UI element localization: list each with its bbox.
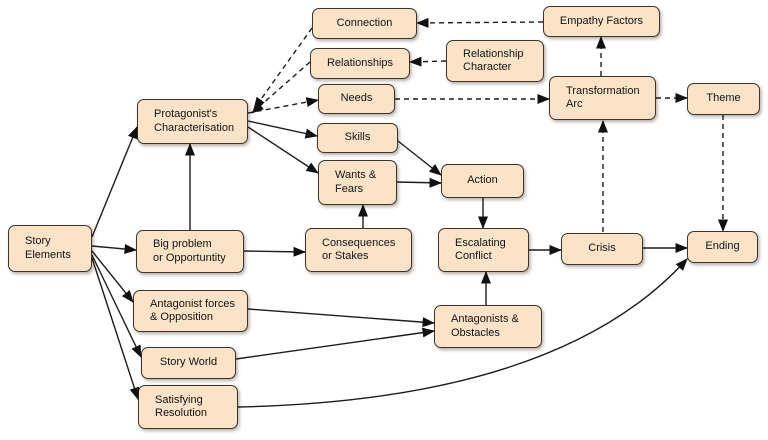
- node-label: Empathy Factors: [559, 14, 644, 27]
- node-label: Theme: [706, 92, 741, 105]
- node-skills: Skills: [317, 123, 398, 153]
- node-label: Skills: [344, 131, 371, 144]
- node-label: Fears: [335, 182, 364, 195]
- node-story-world: Story World: [141, 347, 236, 379]
- node-label: Satisfying: [155, 393, 203, 406]
- node-label: Resolution: [155, 407, 207, 419]
- node-theme: Theme: [687, 83, 760, 115]
- node-empathy-factors: Empathy Factors: [543, 6, 660, 37]
- node-label: Wants &: [335, 169, 377, 181]
- node-antagonist-forces-opposition: Antagonist forces& Opposition: [133, 290, 248, 332]
- node-label: Ending: [705, 240, 740, 253]
- node-label: Antagonist forces: [150, 297, 235, 310]
- node-relationships: Relationships: [310, 48, 410, 79]
- node-label: Conflict: [455, 250, 492, 262]
- node-label: Characterisation: [154, 121, 235, 134]
- node-label: Consequences: [322, 236, 396, 249]
- node-label: Antagonists &: [451, 313, 519, 325]
- node-wants-fears: Wants &Fears: [318, 160, 397, 205]
- node-label: Big problem: [153, 238, 212, 250]
- node-needs: Needs: [318, 84, 395, 114]
- node-label: Story World: [159, 356, 218, 369]
- node-label: Escalating: [455, 236, 506, 249]
- node-label: Arc: [566, 98, 583, 110]
- node-label: or Stakes: [322, 250, 369, 262]
- node-label: Elements: [25, 248, 71, 261]
- node-antagonists-obstacles: Antagonists &Obstacles: [434, 305, 542, 348]
- node-ending: Ending: [687, 231, 758, 263]
- node-crisis: Crisis: [561, 233, 643, 265]
- node-label: Crisis: [588, 242, 616, 255]
- node-label: Relationship: [463, 47, 524, 60]
- node-label: Relationships: [326, 56, 394, 69]
- node-action: Action: [441, 164, 524, 198]
- node-label: Story: [25, 235, 51, 247]
- node-label: Transformation: [566, 84, 640, 97]
- node-label: Connection: [336, 16, 393, 29]
- node-label: or Opportuntity: [153, 251, 226, 264]
- node-label: Character: [463, 61, 512, 73]
- node-label: Protagonist's: [154, 108, 218, 120]
- node-label: Obstacles: [451, 326, 500, 339]
- node-label: Action: [467, 174, 498, 187]
- node-label: & Opposition: [150, 311, 213, 323]
- node-connection: Connection: [312, 8, 417, 39]
- node-label: Needs: [340, 92, 373, 105]
